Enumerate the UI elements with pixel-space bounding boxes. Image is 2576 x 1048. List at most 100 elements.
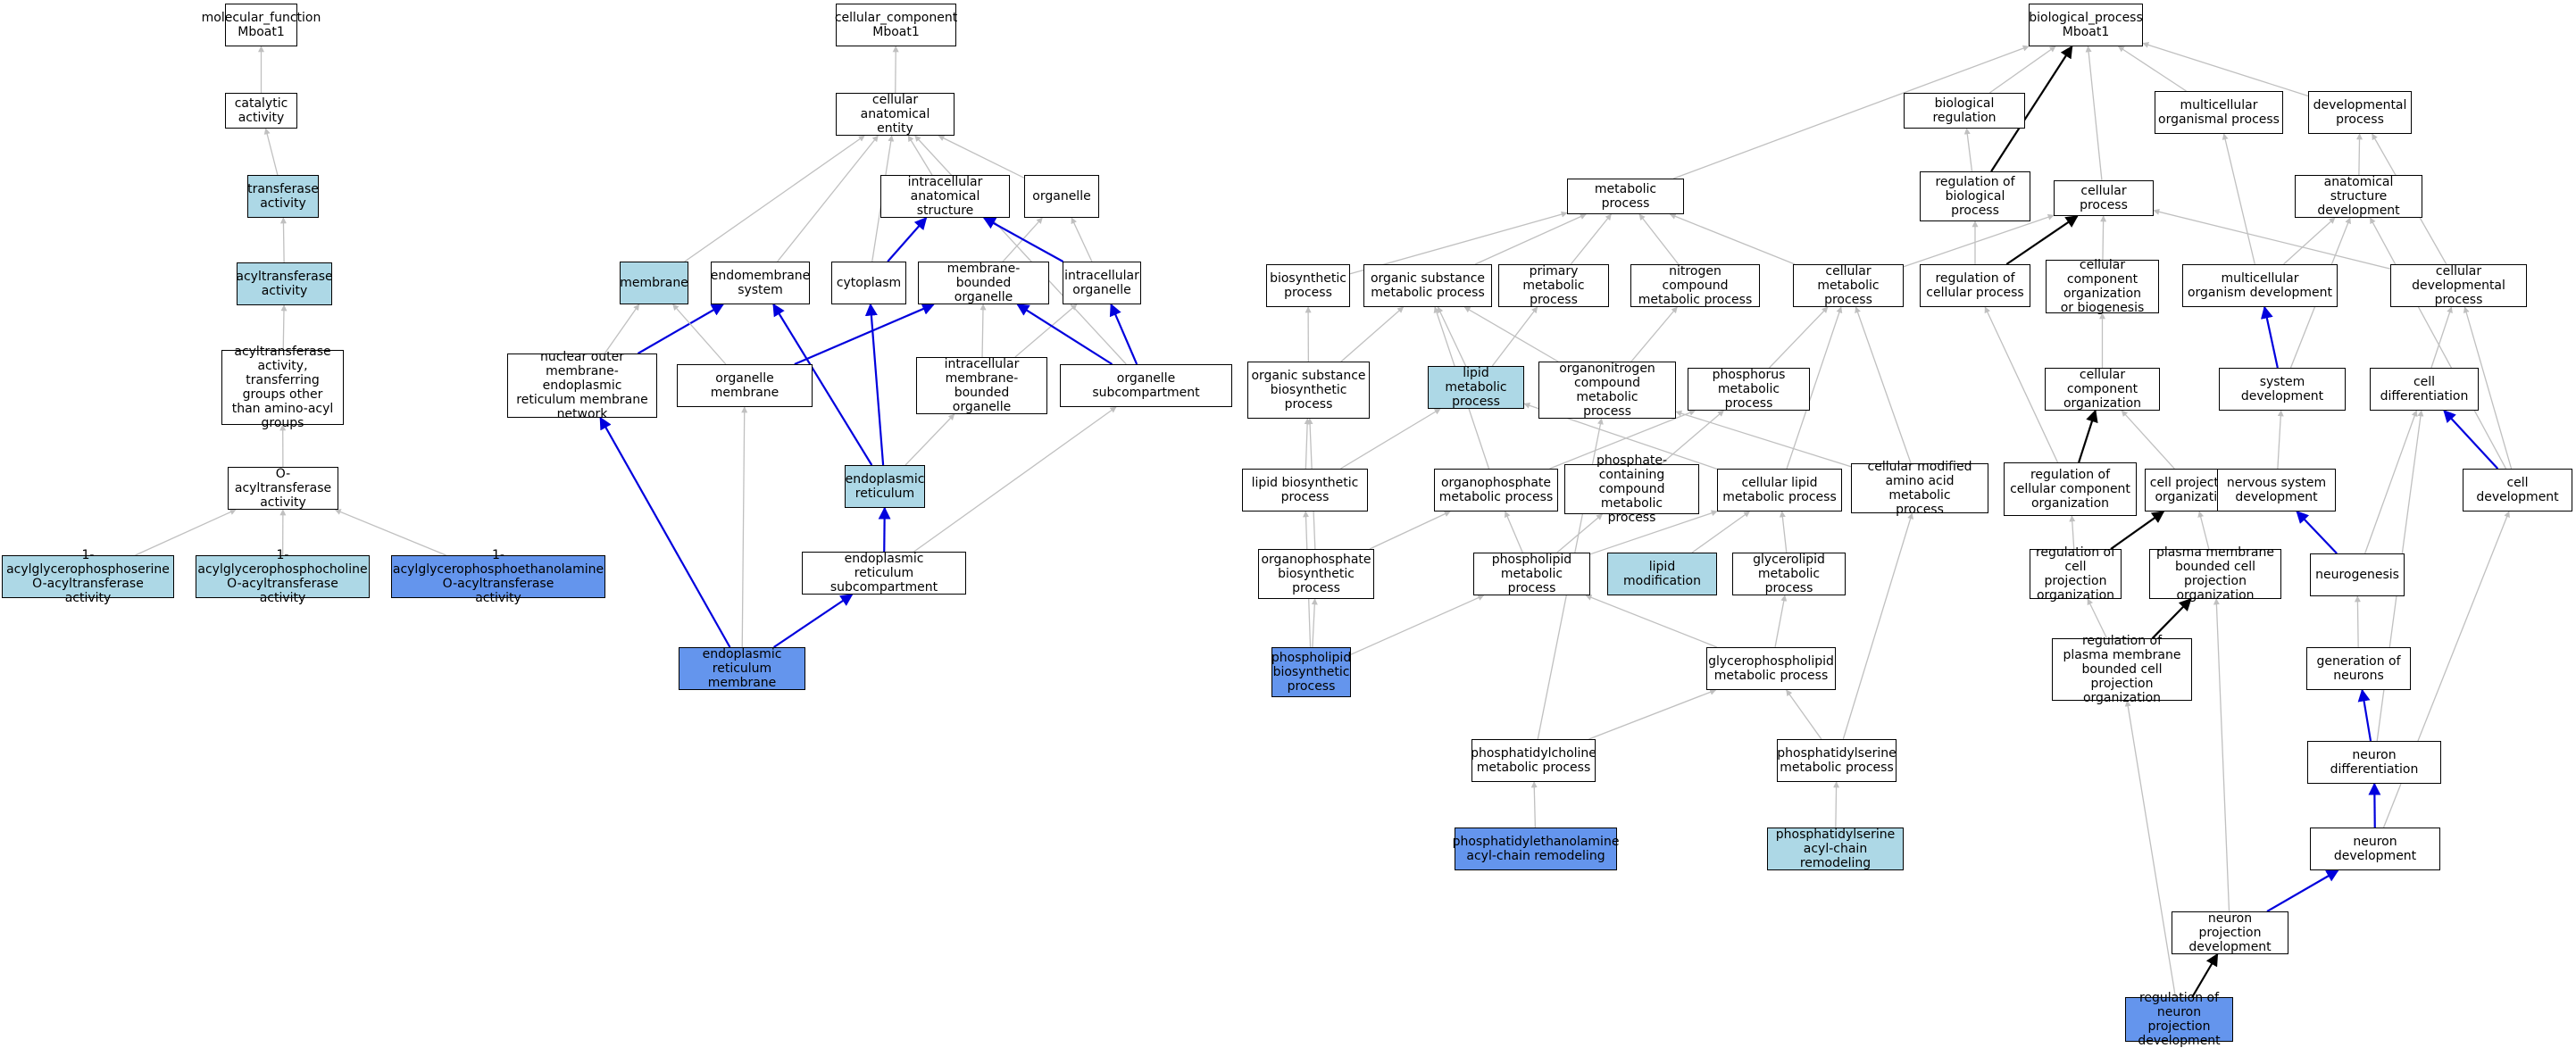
go-term-imbo[interactable]: intracellular membrane-bounded organelle — [916, 357, 1047, 414]
edge-org-subcomp-to-cae — [915, 136, 1127, 364]
go-term-cell-dev-proc[interactable]: cellular developmental process — [2390, 264, 2527, 307]
go-term-neuron-dev[interactable]: neuron development — [2310, 828, 2440, 870]
edge-imbo-to-mbo — [982, 304, 983, 357]
edge-reg-cp-org-to-reg-cc-org — [2072, 516, 2073, 549]
go-term-lpethanol[interactable]: 1-acylglycerophosphoethanolamine O-acylt… — [391, 555, 605, 598]
go-term-gen-neurons[interactable]: generation of neurons — [2306, 647, 2411, 690]
go-term-pe-remodel[interactable]: phosphatidylethanolamine acyl-chain remo… — [1455, 828, 1617, 870]
go-term-bio-reg[interactable]: biological regulation — [1904, 93, 2025, 129]
edge-reg-pm-bcp-to-pm-bcp-org — [2153, 599, 2191, 638]
edge-phospholipid-bio-to-phospholipid-met — [1351, 595, 1484, 654]
go-term-intra-org[interactable]: intracellular organelle — [1063, 262, 1141, 304]
go-term-reg-npd[interactable]: regulation of neuron projection developm… — [2125, 997, 2233, 1042]
go-term-biosynth[interactable]: biosynthetic process — [1266, 264, 1350, 307]
go-term-cae[interactable]: cellular anatomical entity — [836, 93, 955, 136]
go-term-org-sub-met[interactable]: organic substance metabolic process — [1363, 264, 1492, 307]
edge-er-membrane-to-nuclear-outer — [600, 418, 729, 647]
edge-glycerophos-to-phospholipid-met — [1586, 595, 1717, 647]
go-term-multi-dev[interactable]: multicellular organism development — [2182, 264, 2338, 307]
edge-cell-dev-to-anat-dev — [2370, 218, 2505, 469]
go-term-cell-met[interactable]: cellular metabolic process — [1793, 264, 1904, 307]
go-term-neuron-proj-dev[interactable]: neuron projection development — [2172, 911, 2288, 954]
go-term-org-membrane[interactable]: organelle membrane — [677, 364, 813, 407]
go-term-dev-proc[interactable]: developmental process — [2308, 91, 2412, 134]
go-term-multi-org[interactable]: multicellular organismal process — [2155, 91, 2283, 134]
go-term-o-acyl[interactable]: O-acyltransferase activity — [228, 467, 338, 510]
go-term-er-subcomp[interactable]: endoplasmic reticulum subcompartment — [802, 552, 966, 595]
go-term-anat-dev[interactable]: anatomical structure development — [2295, 175, 2422, 218]
go-term-glycerolipid[interactable]: glycerolipid metabolic process — [1732, 553, 1846, 595]
go-term-lipid-mod[interactable]: lipid modification — [1607, 553, 1717, 595]
edge-neuron-dev-to-neuron-diff — [2374, 784, 2375, 828]
go-term-lpcholine[interactable]: 1-acylglycerophosphocholine O-acyltransf… — [196, 555, 370, 598]
go-term-cell-dev[interactable]: cell development — [2463, 469, 2572, 512]
go-term-org-sub-bio[interactable]: organic substance biosynthetic process — [1247, 362, 1370, 419]
go-term-acyltransferase[interactable]: acyltransferase activity — [237, 262, 332, 305]
go-term-cell-proc[interactable]: cellular process — [2054, 180, 2154, 216]
edge-er-subcomp-to-er — [884, 508, 885, 552]
go-term-phosphorus[interactable]: phosphorus metabolic process — [1688, 368, 1810, 411]
go-term-lipid-bio[interactable]: lipid biosynthetic process — [1242, 469, 1368, 512]
go-term-organophos-bio[interactable]: organophosphate biosynthetic process — [1258, 549, 1374, 599]
edge-er-membrane-to-org-membrane — [742, 407, 745, 647]
go-term-neurogenesis[interactable]: neurogenesis — [2310, 553, 2405, 596]
go-term-ps-met[interactable]: phosphatidylserine metabolic process — [1777, 739, 1897, 782]
go-term-mbo[interactable]: membrane-bounded organelle — [918, 262, 1049, 304]
go-term-transferase[interactable]: transferase activity — [247, 175, 319, 218]
go-term-reg-bio[interactable]: regulation of biological process — [1920, 171, 2030, 221]
go-term-org-subcomp[interactable]: organelle subcompartment — [1060, 364, 1232, 407]
go-term-ps-remodel[interactable]: phosphatidylserine acyl-chain remodeling — [1767, 828, 1904, 870]
go-term-cc-root[interactable]: cellular_component Mboat1 — [836, 4, 956, 46]
edge-gen-neurons-to-neurogenesis — [2357, 596, 2358, 647]
go-term-membrane[interactable]: membrane — [620, 262, 688, 304]
go-term-pc-met[interactable]: phosphatidylcholine metabolic process — [1471, 739, 1596, 782]
go-term-glycerophos[interactable]: glycerophospholipid metabolic process — [1706, 647, 1836, 690]
go-term-bp-root[interactable]: biological_process Mboat1 — [2029, 4, 2143, 46]
go-term-metabolic[interactable]: metabolic process — [1567, 179, 1684, 214]
go-term-neuron-diff[interactable]: neuron differentiation — [2307, 741, 2441, 784]
go-term-reg-cc-org[interactable]: regulation of cellular component organiz… — [2004, 462, 2137, 516]
go-term-reg-cell[interactable]: regulation of cellular process — [1920, 264, 2030, 307]
go-term-nitro-met[interactable]: nitrogen compound metabolic process — [1630, 264, 1760, 307]
edge-phosphorus-to-cell-met — [1770, 307, 1828, 368]
go-term-cell-diff[interactable]: cell differentiation — [2370, 368, 2479, 411]
edge-endomembrane-to-cae — [778, 136, 879, 262]
go-term-organelle[interactable]: organelle — [1024, 175, 1099, 218]
go-term-reg-pm-bcp[interactable]: regulation of plasma membrane bounded ce… — [2052, 638, 2192, 701]
edge-imbo-to-intra-org — [1015, 304, 1077, 357]
go-term-prim-met[interactable]: primary metabolic process — [1498, 264, 1609, 307]
go-term-mf-root[interactable]: molecular_function Mboat1 — [225, 4, 297, 46]
edge-nuclear-outer-to-membrane — [604, 304, 639, 353]
go-term-pm-bcp-org[interactable]: plasma membrane bounded cell projection … — [2149, 549, 2281, 599]
go-term-ias[interactable]: intracellular anatomical structure — [880, 175, 1010, 218]
edge-ps-remodel-to-ps-met — [1836, 782, 1837, 828]
go-term-ccob[interactable]: cellular component organization or bioge… — [2046, 260, 2159, 313]
go-term-phospholipid-met[interactable]: phospholipid metabolic process — [1473, 553, 1590, 595]
go-term-system-dev[interactable]: system development — [2219, 368, 2346, 411]
go-term-er[interactable]: endoplasmic reticulum — [845, 465, 925, 508]
go-term-cytoplasm[interactable]: cytoplasm — [831, 262, 906, 304]
go-term-phospholipid-bio[interactable]: phospholipid biosynthetic process — [1271, 647, 1351, 697]
edge-glycerolipid-to-cell-lipid — [1782, 512, 1787, 553]
go-term-cell-mod-aa[interactable]: cellular modified amino acid metabolic p… — [1851, 463, 1988, 513]
go-term-lipid-met[interactable]: lipid metabolic process — [1428, 366, 1524, 409]
go-term-lpserine[interactable]: 1-acylglycerophosphoserine O-acyltransfe… — [2, 555, 174, 598]
go-term-catalytic[interactable]: catalytic activity — [225, 93, 297, 129]
go-term-nervous-dev[interactable]: nervous system development — [2217, 469, 2336, 512]
go-term-acyl-other[interactable]: acyltransferase activity, transferring g… — [221, 350, 344, 425]
go-term-organonitro[interactable]: organonitrogen compound metabolic proces… — [1538, 362, 1676, 419]
edge-er-subcomp-to-org-subcomp — [914, 407, 1116, 552]
go-term-organophos[interactable]: organophosphate metabolic process — [1434, 469, 1558, 512]
edge-phospholipid-bio-to-organophos-bio — [1313, 599, 1315, 647]
go-term-reg-cp-org[interactable]: regulation of cell projection organizati… — [2030, 549, 2122, 599]
go-term-endomembrane[interactable]: endomembrane system — [711, 262, 810, 304]
go-term-nuclear-outer[interactable]: nuclear outer membrane-endoplasmic retic… — [507, 353, 657, 418]
go-term-phosphate-cont[interactable]: phosphate-containing compound metabolic … — [1564, 464, 1699, 514]
edge-cell-met-to-cell-proc — [1904, 215, 2054, 267]
edge-acyl-other-to-acyltransferase — [283, 305, 284, 350]
go-term-er-membrane[interactable]: endoplasmic reticulum membrane — [679, 647, 805, 690]
go-term-cc-org[interactable]: cellular component organization — [2045, 368, 2160, 411]
edge-glycerophos-to-glycerolipid — [1775, 595, 1785, 647]
go-term-cell-lipid[interactable]: cellular lipid metabolic process — [1717, 469, 1842, 512]
edge-nervous-dev-to-system-dev — [2278, 411, 2281, 469]
